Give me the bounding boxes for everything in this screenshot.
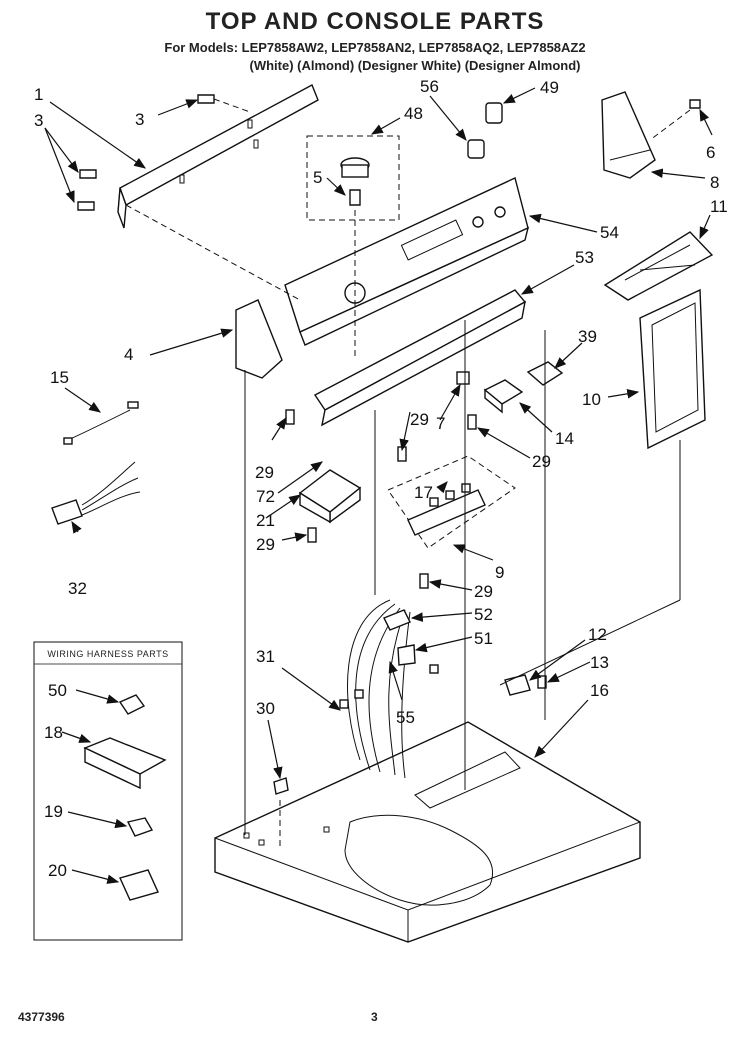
callout-3-b: 3 bbox=[34, 111, 43, 130]
console-panel bbox=[284, 177, 530, 346]
callout-4: 4 bbox=[124, 345, 133, 364]
callout-16: 16 bbox=[590, 681, 609, 700]
clip-12 bbox=[504, 674, 531, 696]
callout-39: 39 bbox=[578, 327, 597, 346]
knob-56 bbox=[467, 139, 485, 159]
harness-31 bbox=[339, 599, 439, 779]
callout-29-d: 29 bbox=[256, 535, 275, 554]
callout-12: 12 bbox=[588, 625, 607, 644]
callout-9: 9 bbox=[495, 563, 504, 582]
switch-assembly bbox=[387, 455, 516, 549]
callout-1: 1 bbox=[34, 85, 43, 104]
callout-labels: 1 3 3 56 49 48 5 6 8 11 54 53 4 39 15 10… bbox=[34, 77, 728, 880]
callout-20: 20 bbox=[48, 861, 67, 880]
bracket-51 bbox=[397, 644, 416, 666]
screw-29-d bbox=[307, 527, 317, 543]
callout-3-a: 3 bbox=[135, 110, 144, 129]
colors-line: (White) (Almond) (Designer White) (Desig… bbox=[249, 58, 581, 73]
terminal-block-14 bbox=[483, 379, 524, 414]
callout-18: 18 bbox=[44, 723, 63, 742]
knob-assembly bbox=[306, 135, 400, 221]
screw-29-e bbox=[419, 573, 429, 589]
screw-3-low bbox=[77, 201, 95, 211]
callout-29-e: 29 bbox=[474, 582, 493, 601]
callout-53: 53 bbox=[575, 248, 594, 267]
screw-3-top bbox=[197, 94, 251, 113]
callout-48: 48 bbox=[404, 104, 423, 123]
screw-13 bbox=[537, 675, 547, 689]
callout-10: 10 bbox=[582, 390, 601, 409]
screw-3-mid bbox=[79, 169, 97, 179]
callout-21: 21 bbox=[256, 511, 275, 530]
bin-frame-10 bbox=[639, 288, 706, 450]
clip-52 bbox=[383, 609, 411, 631]
clip-7 bbox=[456, 371, 470, 385]
callout-29-c: 29 bbox=[532, 452, 551, 471]
callout-8: 8 bbox=[710, 173, 719, 192]
page-number: 3 bbox=[371, 1010, 378, 1024]
callout-29-b: 29 bbox=[255, 463, 274, 482]
screw-29-a bbox=[285, 409, 295, 425]
assembly-lines bbox=[125, 204, 681, 850]
callout-56: 56 bbox=[420, 77, 439, 96]
clip-30 bbox=[273, 777, 289, 795]
callout-15: 15 bbox=[50, 368, 69, 387]
console-rear-panel bbox=[313, 289, 527, 427]
callout-51: 51 bbox=[474, 629, 493, 648]
callout-31: 31 bbox=[256, 647, 275, 666]
endcap-4 bbox=[235, 299, 283, 379]
leader-arrows bbox=[44, 87, 713, 780]
wiring-box-title: WIRING HARNESS PARTS bbox=[47, 649, 168, 659]
callout-13: 13 bbox=[590, 653, 609, 672]
models-line: For Models: LEP7858AW2, LEP7858AN2, LEP7… bbox=[164, 40, 586, 55]
endcap-8 bbox=[601, 91, 656, 179]
callout-14: 14 bbox=[555, 429, 574, 448]
callout-49: 49 bbox=[540, 78, 559, 97]
callout-17: 17 bbox=[414, 483, 433, 502]
callout-72: 72 bbox=[256, 487, 275, 506]
timer-21 bbox=[298, 469, 362, 524]
bin-lid-11 bbox=[603, 231, 714, 301]
terminal-32 bbox=[51, 461, 141, 525]
callout-29-a: 29 bbox=[410, 410, 429, 429]
top-panel bbox=[214, 721, 641, 943]
page-title: TOP AND CONSOLE PARTS bbox=[205, 8, 545, 35]
callout-50: 50 bbox=[48, 681, 67, 700]
wire-15 bbox=[63, 401, 139, 445]
callout-30: 30 bbox=[256, 699, 275, 718]
callout-55: 55 bbox=[396, 708, 415, 727]
callout-19: 19 bbox=[44, 802, 63, 821]
callout-32: 32 bbox=[68, 579, 87, 598]
document-number: 4377396 bbox=[18, 1010, 65, 1024]
callout-5: 5 bbox=[313, 168, 322, 187]
callout-54: 54 bbox=[600, 223, 619, 242]
callout-52: 52 bbox=[474, 605, 493, 624]
callout-6: 6 bbox=[706, 143, 715, 162]
knob-49 bbox=[485, 102, 503, 124]
screw-6 bbox=[649, 99, 701, 141]
rear-bracket bbox=[117, 84, 319, 229]
wiring-harness-box: WIRING HARNESS PARTS bbox=[33, 641, 183, 941]
callout-11: 11 bbox=[710, 197, 728, 216]
screw-29-c bbox=[467, 414, 477, 430]
callout-7: 7 bbox=[436, 414, 445, 433]
